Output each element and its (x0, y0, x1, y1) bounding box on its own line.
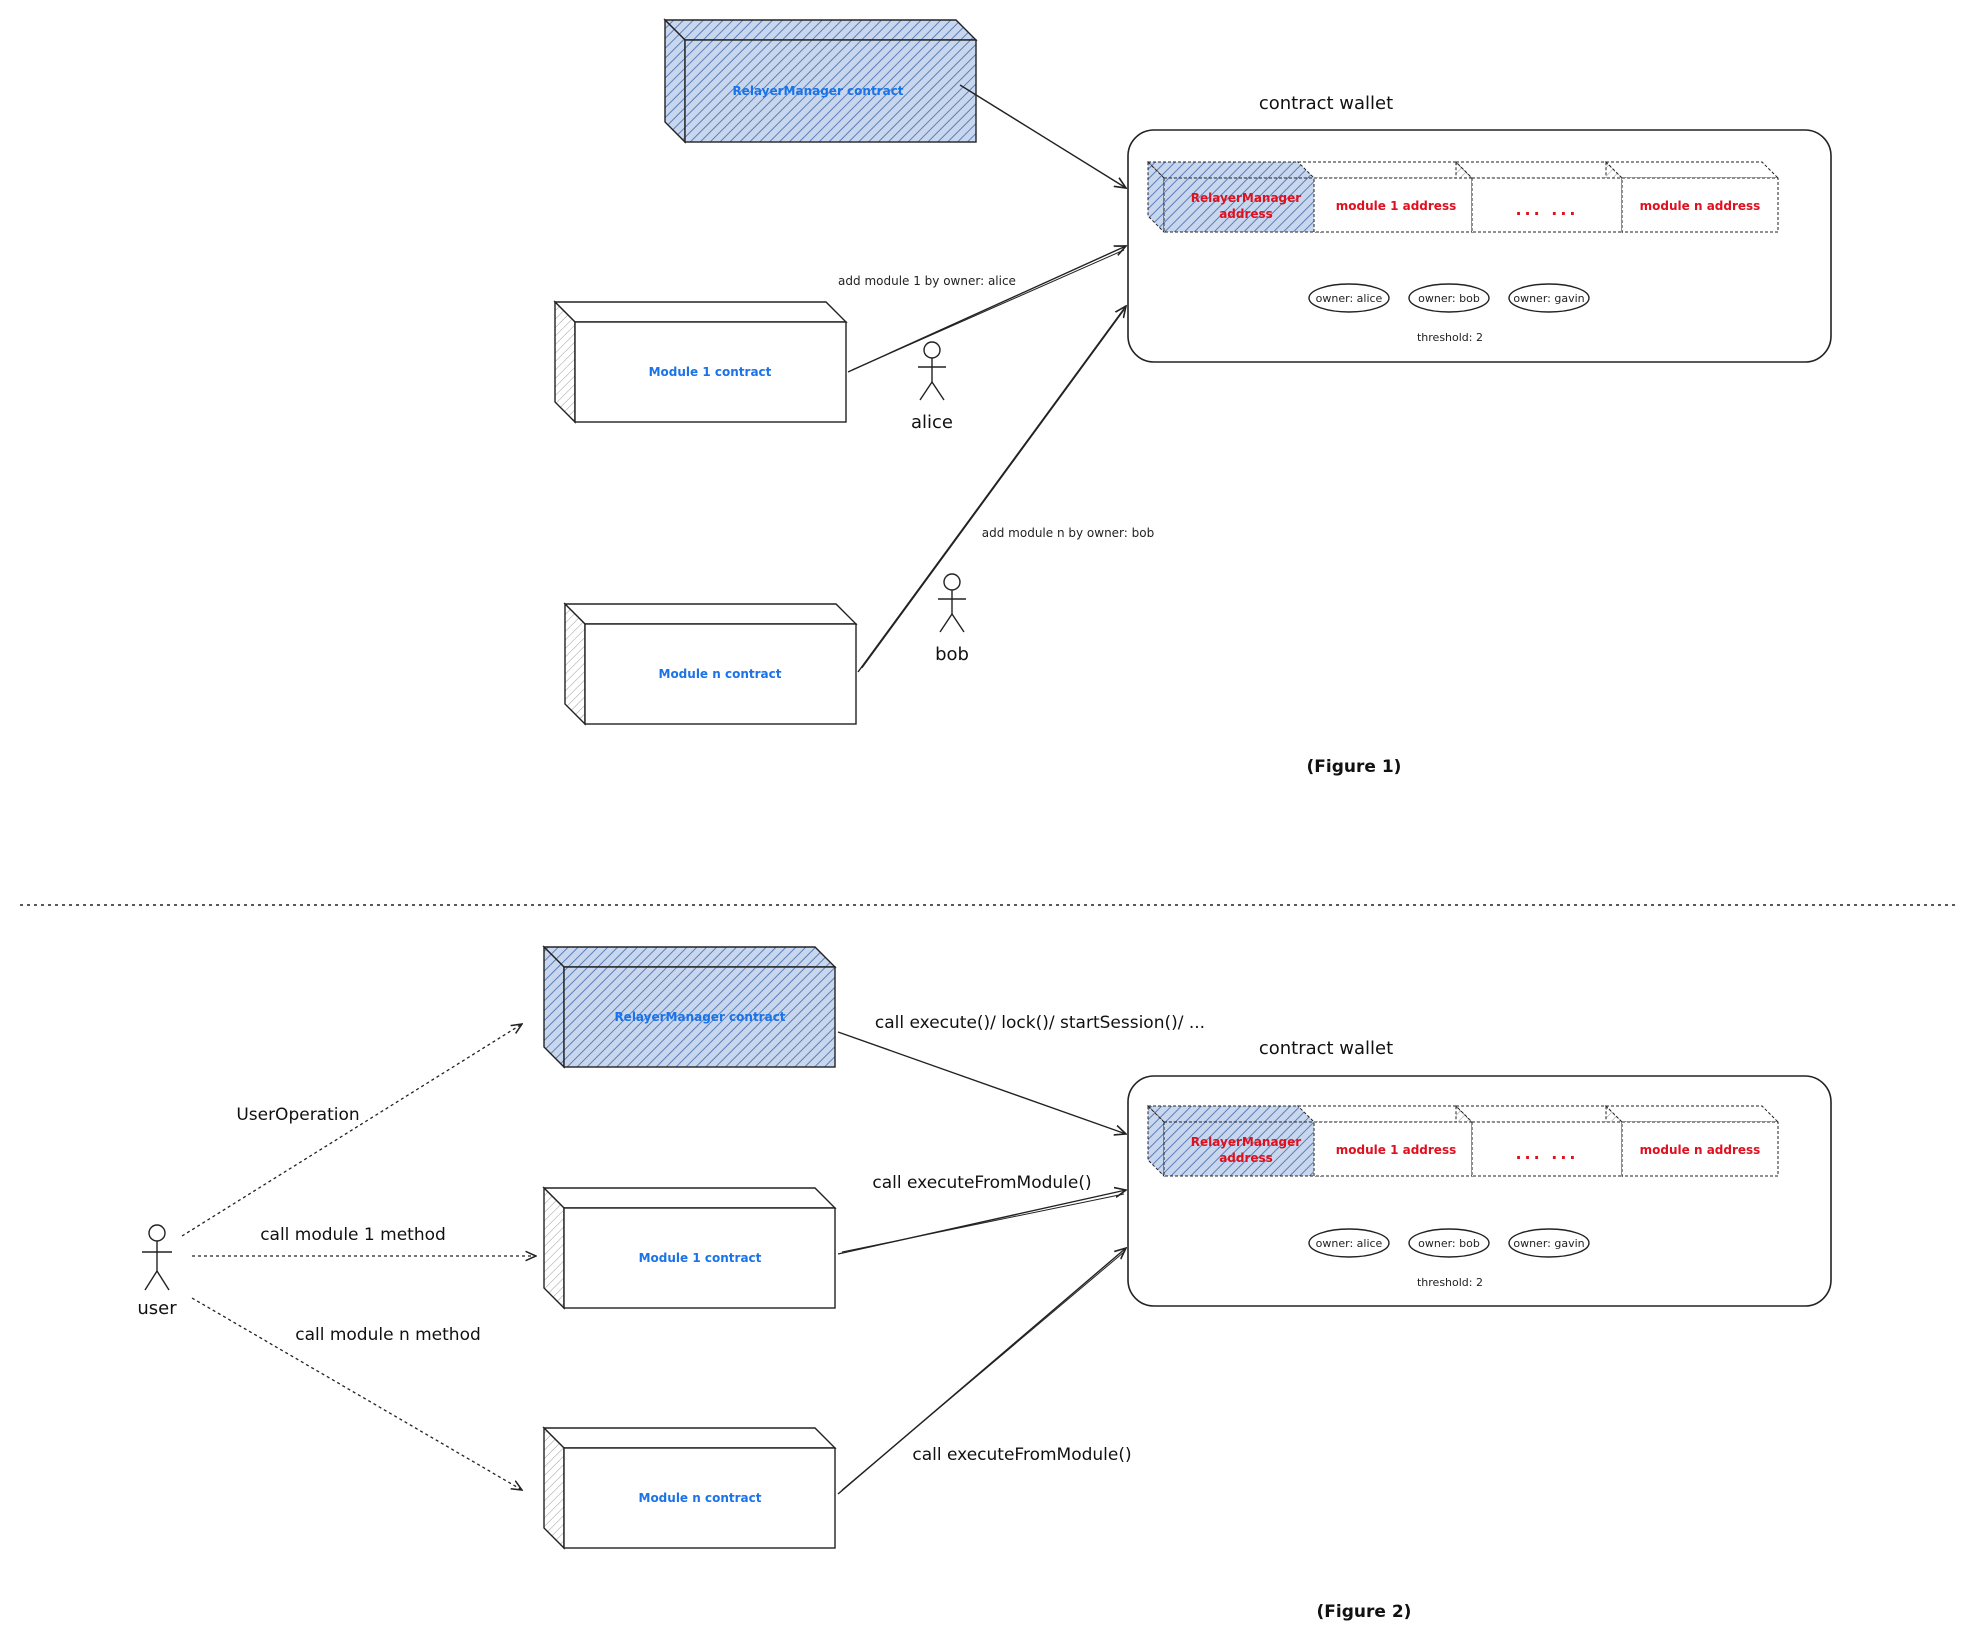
fig2-slot-modulen-label: module n address (1640, 1143, 1761, 1157)
fig1-modulen-contract-label: Module n contract (659, 667, 782, 681)
fig1-edge-module1-sketch (851, 249, 1125, 371)
fig2-slot-relayer: RelayerManager address (1146, 1104, 1326, 1178)
fig1-slot-relayer: RelayerManager address (1146, 160, 1326, 234)
fig1-owner-bob: owner: bob (1408, 283, 1490, 313)
fig1-owner-alice: owner: alice (1308, 283, 1390, 313)
fig2-slot-module1: module 1 address (1296, 1104, 1474, 1178)
fig1-module1-contract-box: Module 1 contract (553, 300, 848, 424)
fig1-slot-dots-label: ... ... (1515, 200, 1578, 219)
actor-bob-label: bob (935, 644, 969, 665)
fig1-contract-wallet: RelayerManager address module 1 address … (1127, 129, 1832, 363)
fig2-owner-alice: owner: alice (1308, 1228, 1390, 1258)
actor-bob-icon (938, 573, 966, 633)
fig2-slot-modulen: module n address (1604, 1105, 1780, 1177)
fig2-slot-module1-label: module 1 address (1336, 1143, 1456, 1157)
fig2-relayer-contract-box: RelayerManager contract (542, 945, 837, 1069)
fig1-owner-gavin: owner: gavin (1508, 283, 1590, 313)
fig2-caption: (Figure 2) (1317, 1602, 1412, 1622)
fig2-contract-wallet: RelayerManager address module 1 address … (1127, 1075, 1832, 1307)
svg-text:owner: bob: owner: bob (1418, 292, 1480, 305)
svg-text:owner: gavin: owner: gavin (1513, 1237, 1584, 1250)
fig1-module1-contract-label: Module 1 contract (649, 365, 772, 379)
fig2-edge-userop-label: UserOperation (236, 1105, 359, 1125)
fig2-edge-exec-modulen-label: call executeFromModule() (912, 1445, 1131, 1465)
actor-alice-icon (918, 341, 946, 401)
fig1-slot-relayer-line1: RelayerManager (1191, 191, 1302, 205)
fig2-slot-relayer-line2: address (1219, 1151, 1273, 1165)
fig2-slot-relayer-line1: RelayerManager (1191, 1135, 1302, 1149)
svg-text:owner: alice: owner: alice (1316, 1237, 1383, 1250)
fig2-owner-gavin: owner: gavin (1508, 1228, 1590, 1258)
actor-user-icon (142, 1224, 172, 1291)
fig2-module1-contract-label: Module 1 contract (639, 1251, 762, 1265)
actor-alice-label: alice (911, 412, 953, 433)
fig2-edge-call1-label: call module 1 method (260, 1225, 446, 1245)
fig1-edge-modulen-sketch (861, 309, 1125, 669)
fig2-owner-bob: owner: bob (1408, 1228, 1490, 1258)
fig1-relayer-contract-box: RelayerManager contract (663, 18, 978, 144)
fig1-edge-add1-label: add module 1 by owner: alice (838, 274, 1016, 288)
fig1-relayer-contract-label: RelayerManager contract (732, 84, 903, 98)
fig2-edge-user-to-relayer (181, 1024, 522, 1237)
fig1-caption: (Figure 1) (1307, 757, 1402, 777)
svg-text:owner: bob: owner: bob (1418, 1237, 1480, 1250)
fig2-edge-calln-label: call module n method (295, 1325, 481, 1345)
fig1-slot-modulen: module n address (1604, 161, 1780, 233)
fig1-edge-relayer-to-wallet (959, 84, 1126, 188)
fig1-slot-modulen-label: module n address (1640, 199, 1761, 213)
fig2-slot-dots: ... ... (1454, 1104, 1624, 1178)
fig2-modulen-contract-label: Module n contract (639, 1491, 762, 1505)
fig1-slot-module1-label: module 1 address (1336, 199, 1456, 213)
fig2-module1-contract-box: Module 1 contract (542, 1186, 837, 1310)
fig2-edge-modulen-sketch (841, 1251, 1125, 1491)
fig2-edge-relayer-to-wallet (837, 1031, 1126, 1134)
svg-text:owner: gavin: owner: gavin (1513, 292, 1584, 305)
fig2-edge-execute-label: call execute()/ lock()/ startSession()/ … (875, 1013, 1205, 1033)
fig2-relayer-contract-label: RelayerManager contract (614, 1010, 785, 1024)
fig2-edge-user-to-modulen (191, 1297, 522, 1490)
fig2-threshold: threshold: 2 (1417, 1276, 1483, 1289)
fig2-wallet-title: contract wallet (1259, 1038, 1393, 1059)
fig2-edge-module1-sketch (841, 1193, 1125, 1253)
fig1-edge-addn-label: add module n by owner: bob (982, 526, 1154, 540)
fig1-slot-module1: module 1 address (1296, 160, 1474, 234)
svg-text:owner: alice: owner: alice (1316, 292, 1383, 305)
fig1-slot-dots: ... ... (1454, 160, 1624, 234)
fig1-edge-modulen-to-wallet (857, 306, 1126, 673)
fig2-modulen-contract-box: Module n contract (542, 1426, 837, 1550)
fig2-slot-dots-label: ... ... (1515, 1144, 1578, 1163)
actor-user-label: user (137, 1298, 177, 1319)
fig1-threshold: threshold: 2 (1417, 331, 1483, 344)
fig1-modulen-contract-box: Module n contract (563, 602, 858, 726)
fig1-slot-relayer-line2: address (1219, 207, 1273, 221)
fig2-edge-exec-module1-label: call executeFromModule() (872, 1173, 1091, 1193)
fig1-wallet-title: contract wallet (1259, 93, 1393, 114)
